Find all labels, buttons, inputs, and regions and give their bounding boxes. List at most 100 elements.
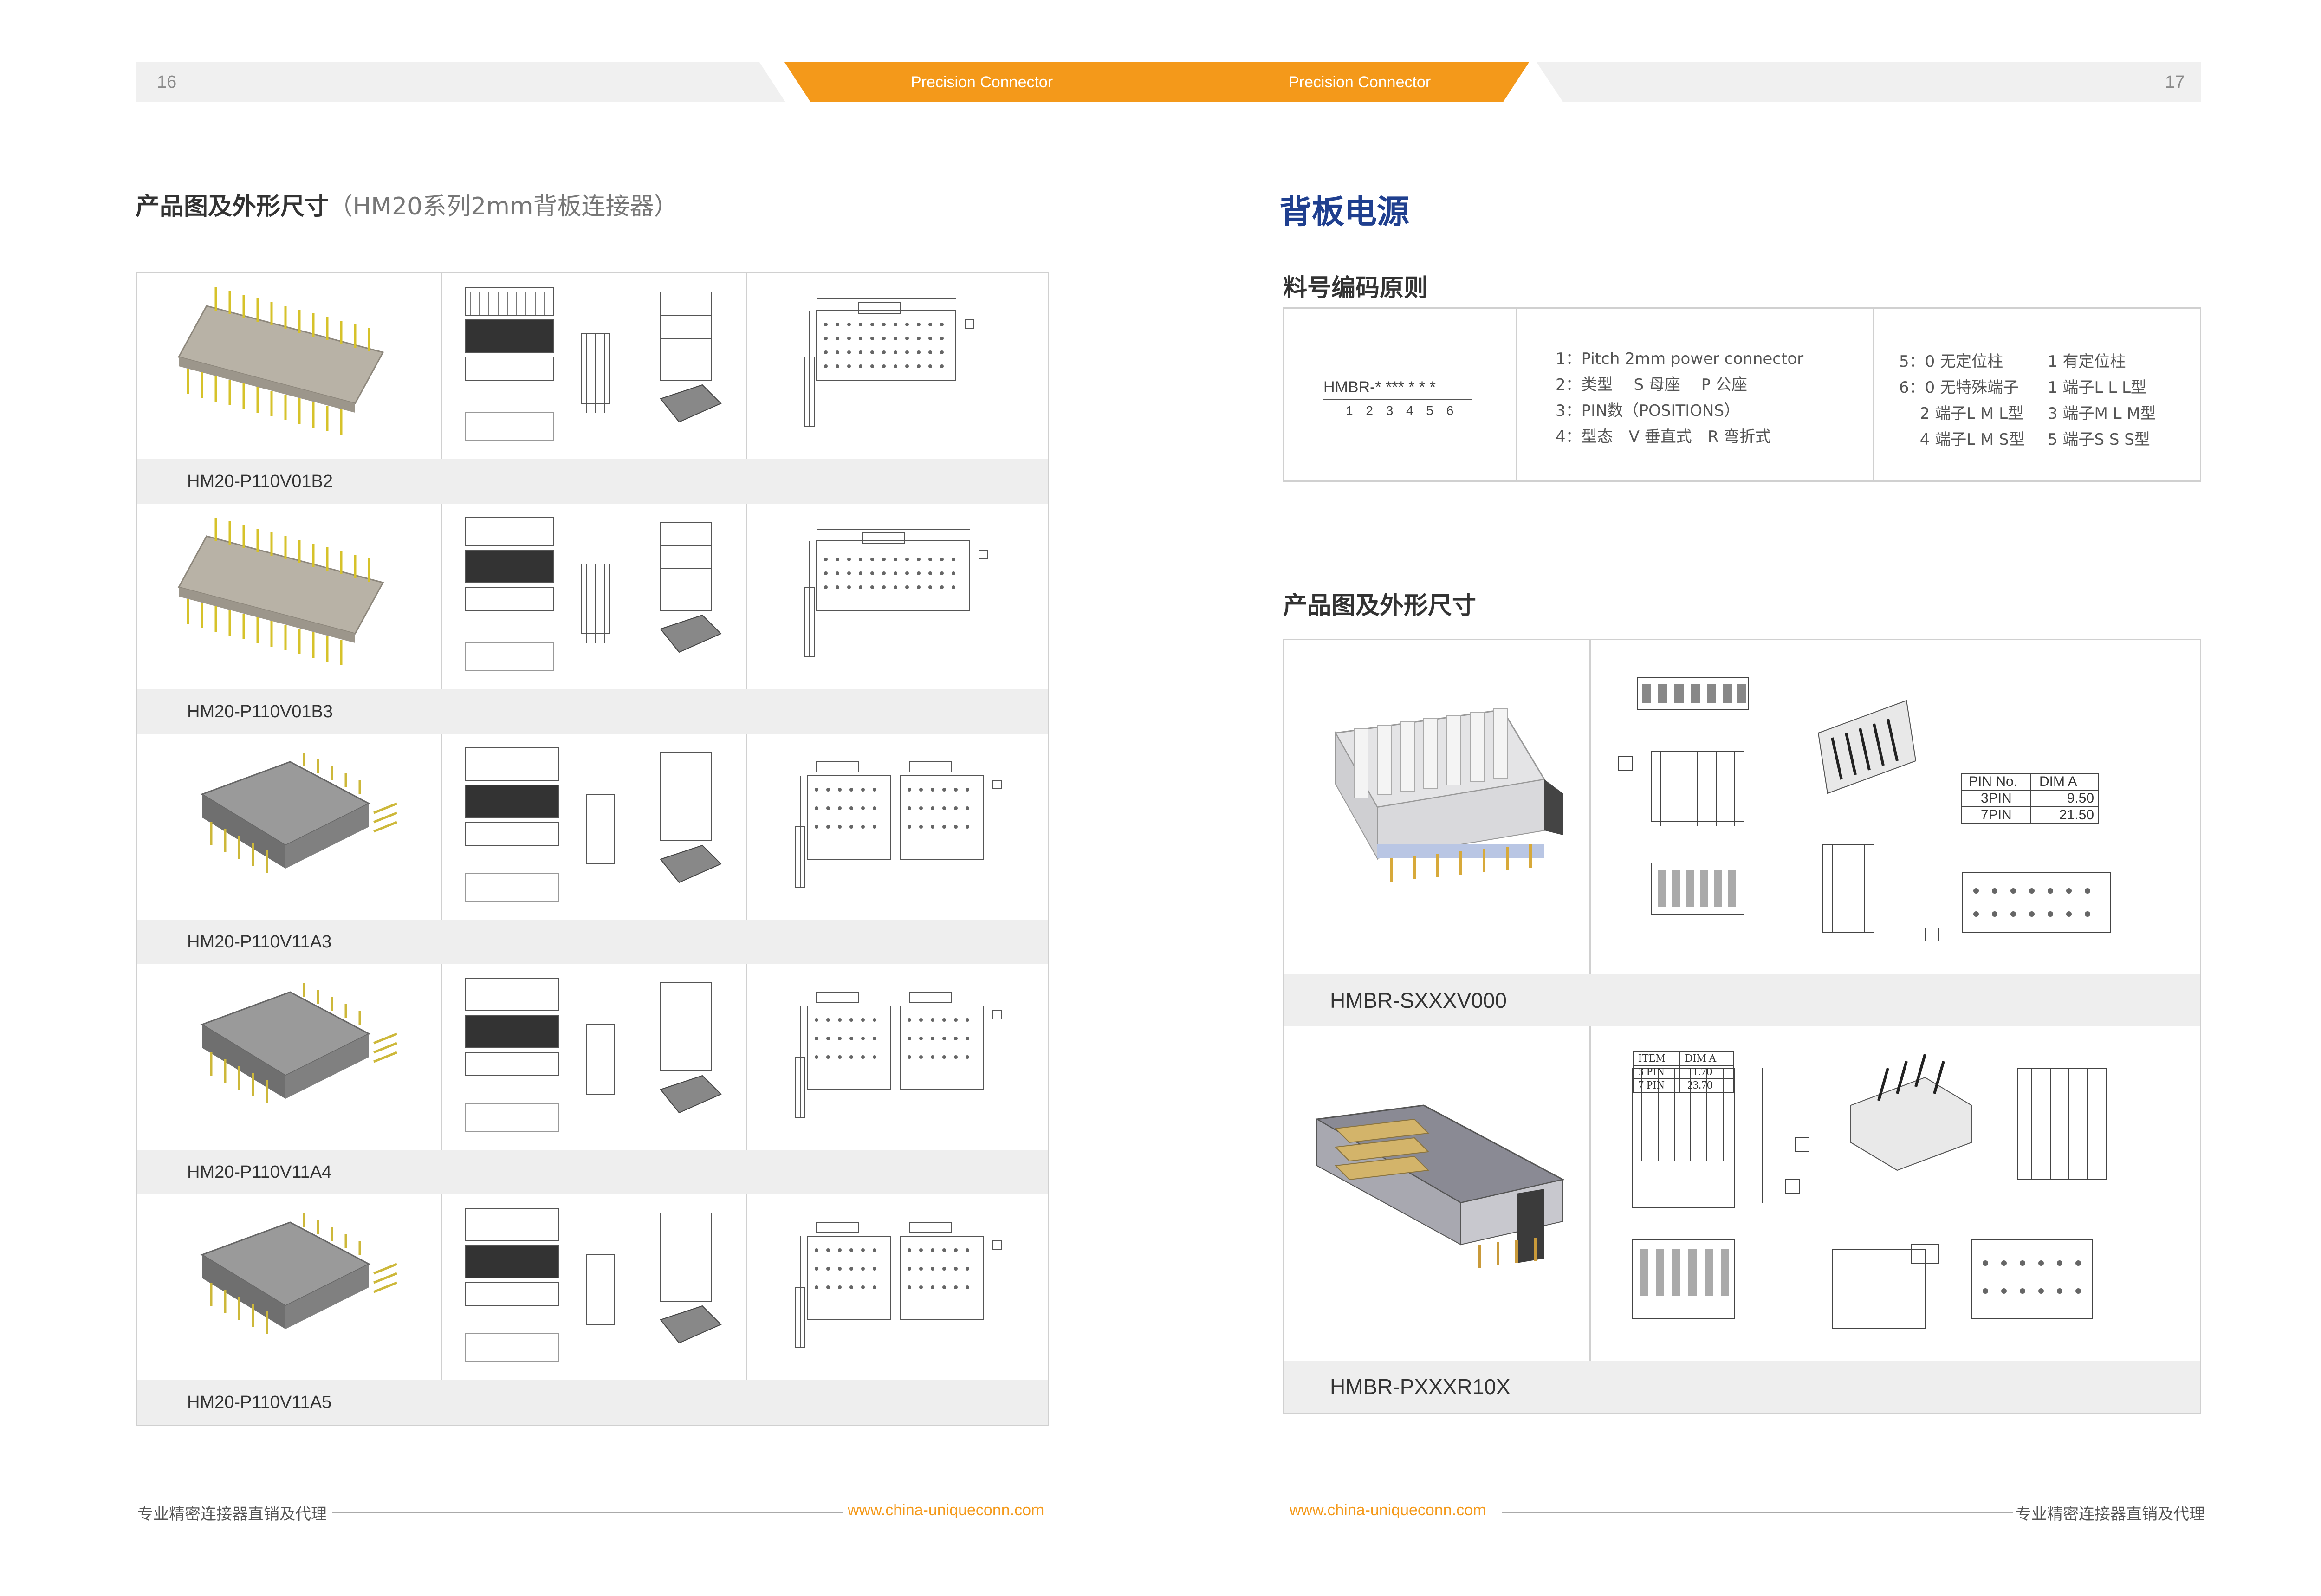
dimension-drawing bbox=[1632, 1054, 2107, 1329]
code-position-numbers: 1 2 3 4 5 6 bbox=[1346, 403, 1459, 418]
footprint-drawing-cell bbox=[747, 504, 1048, 689]
side-view-drawing bbox=[465, 1208, 722, 1362]
right-page-title: 背板电源 bbox=[1279, 193, 1409, 231]
legend-line: 5 端子S S S型 bbox=[2048, 430, 2150, 449]
code-legend-cell-2: 5：0 无定位柱 6：0 无特殊端子 2 端子L M L型 4 端子L M S型… bbox=[1874, 309, 2200, 480]
product-code: HM20-P110V01B3 bbox=[137, 689, 1048, 734]
banner-label-left: Precision Connector bbox=[911, 73, 1053, 91]
product-photo-cell bbox=[137, 734, 442, 920]
footer-rule-left bbox=[332, 1512, 843, 1513]
technical-drawing-cell: ITEM DIM A 3 PIN 11.70 7 PIN 23.70 bbox=[1591, 1026, 2200, 1361]
footprint-drawing-cell bbox=[747, 964, 1048, 1150]
page-number-left: 16 bbox=[157, 72, 177, 92]
code-format: HMBR-* *** * * * bbox=[1323, 378, 1436, 396]
table-row: HM20-P110V11A5 bbox=[137, 1194, 1048, 1425]
header-band-left bbox=[136, 62, 785, 102]
side-view-drawing bbox=[465, 978, 722, 1132]
dim-table-header: PIN No. bbox=[1962, 774, 2031, 790]
footprint-drawing-cell bbox=[747, 273, 1048, 459]
product-code: HM20-P110V11A3 bbox=[137, 920, 1048, 964]
legend-line: 4 端子L M S型 bbox=[1899, 430, 2025, 449]
dim-table-cell: 21.50 bbox=[2059, 807, 2094, 823]
legend-line: 2：类型 S 母座 P 公座 bbox=[1556, 376, 1747, 394]
product-code: HMBR-PXXXR10X bbox=[1284, 1361, 2200, 1413]
dim-table-cell: 23.70 bbox=[1687, 1079, 1712, 1091]
side-drawing-cell bbox=[442, 1194, 747, 1380]
table-row: HM20-P110V11A3 bbox=[137, 734, 1048, 964]
connector-photo bbox=[1334, 708, 1563, 882]
side-drawing-cell bbox=[442, 504, 747, 689]
product-photo-cell bbox=[137, 964, 442, 1150]
dim-table-header: DIM A bbox=[1685, 1052, 1717, 1064]
product-code: HM20-P110V01B2 bbox=[137, 459, 1048, 504]
product-photo-cell bbox=[1284, 1026, 1591, 1361]
product-code: HMBR-SXXXV000 bbox=[1284, 974, 2200, 1026]
side-view-drawing bbox=[465, 747, 722, 902]
legend-line: 5：0 无定位柱 bbox=[1899, 352, 2003, 371]
table-row: HM20-P110V11A4 bbox=[137, 964, 1048, 1194]
footer-rule-right bbox=[1502, 1512, 2013, 1513]
connector-photo bbox=[177, 287, 384, 435]
product-photo-cell bbox=[1284, 640, 1591, 974]
code-format-cell: HMBR-* *** * * * 1 2 3 4 5 6 bbox=[1284, 309, 1517, 480]
dim-table-header: DIM A bbox=[2039, 774, 2077, 789]
legend-line: 1 有定位柱 bbox=[2048, 352, 2126, 371]
pcb-footprint-drawing bbox=[795, 1222, 1002, 1348]
header-banner bbox=[784, 62, 1529, 102]
table-row: ITEM DIM A 3 PIN 11.70 7 PIN 23.70 HMBR-… bbox=[1284, 1026, 2200, 1413]
side-drawing-cell bbox=[442, 964, 747, 1150]
code-legend-cell-1: 1：Pitch 2mm power connector 2：类型 S 母座 P … bbox=[1517, 309, 1874, 480]
code-underline bbox=[1323, 399, 1472, 400]
legend-line: 3 端子M L M型 bbox=[2048, 404, 2156, 423]
pcb-footprint-drawing bbox=[795, 992, 1002, 1118]
legend-line: 2 端子L M L型 bbox=[1899, 404, 2024, 423]
table-row: PIN No. DIM A 3PIN 9.50 7PIN 21.50 HMBR-… bbox=[1284, 640, 2200, 1026]
connector-photo bbox=[200, 753, 397, 873]
page-number-right: 17 bbox=[2165, 72, 2185, 92]
side-view-drawing bbox=[465, 517, 722, 671]
footer-tagline-left: 专业精密连接器直销及代理 bbox=[137, 1505, 327, 1524]
dim-table-cell: 7 PIN bbox=[1634, 1079, 1680, 1092]
dim-table-cell: 11.70 bbox=[1687, 1066, 1712, 1078]
connector-photo bbox=[200, 1213, 397, 1334]
legend-line: 3：PIN数（POSITIONS） bbox=[1556, 402, 1740, 420]
side-view-drawing bbox=[465, 287, 722, 441]
left-title-main: 产品图及外形尺寸 bbox=[136, 193, 329, 221]
footer-url-right[interactable]: www.china-uniqueconn.com bbox=[1290, 1501, 1486, 1519]
connector-photo bbox=[177, 518, 384, 665]
dim-table-cell: 3 PIN bbox=[1634, 1066, 1680, 1078]
code-rule-title: 料号编码原则 bbox=[1283, 274, 1428, 302]
pcb-footprint-drawing bbox=[804, 529, 988, 657]
dimension-drawing bbox=[1618, 677, 2111, 941]
hmbr-product-table: PIN No. DIM A 3PIN 9.50 7PIN 21.50 HMBR-… bbox=[1283, 639, 2201, 1414]
product-code: HM20-P110V11A5 bbox=[137, 1380, 1048, 1425]
side-drawing-cell bbox=[442, 273, 747, 459]
footprint-drawing-cell bbox=[747, 1194, 1048, 1380]
technical-drawing-cell: PIN No. DIM A 3PIN 9.50 7PIN 21.50 bbox=[1591, 640, 2200, 974]
product-photo-cell bbox=[137, 273, 442, 459]
dim-table-cell: 9.50 bbox=[2067, 791, 2094, 806]
product-photo-cell bbox=[137, 504, 442, 689]
dimension-table: PIN No. DIM A 3PIN 9.50 7PIN 21.50 bbox=[1961, 773, 2099, 824]
dim-table-cell: 3PIN bbox=[1962, 791, 2031, 806]
footer-url-left[interactable]: www.china-uniqueconn.com bbox=[848, 1501, 1044, 1519]
legend-line: 1 端子L L L型 bbox=[2048, 378, 2146, 397]
pcb-footprint-drawing bbox=[804, 298, 974, 427]
table-row: HM20-P110V01B2 bbox=[137, 273, 1048, 504]
footer-tagline-right: 专业精密连接器直销及代理 bbox=[2016, 1505, 2205, 1524]
right-product-title: 产品图及外形尺寸 bbox=[1283, 592, 1477, 620]
part-number-code-table: HMBR-* *** * * * 1 2 3 4 5 6 1：Pitch 2mm… bbox=[1283, 307, 2201, 482]
product-photo-cell bbox=[137, 1194, 442, 1380]
footprint-drawing-cell bbox=[747, 734, 1048, 920]
pcb-footprint-drawing bbox=[795, 761, 1002, 888]
table-row: HM20-P110V01B3 bbox=[137, 504, 1048, 734]
dim-table-header: ITEM bbox=[1634, 1052, 1680, 1065]
left-section-title: 产品图及外形尺寸（HM20系列2mm背板连接器） bbox=[136, 187, 678, 221]
connector-side bbox=[179, 357, 355, 413]
connector-photo bbox=[200, 983, 397, 1103]
left-title-sub: （HM20系列2mm背板连接器） bbox=[329, 193, 678, 221]
product-code: HM20-P110V11A4 bbox=[137, 1150, 1048, 1194]
dim-table-cell: 7PIN bbox=[1962, 807, 2031, 823]
side-drawing-cell bbox=[442, 734, 747, 920]
dimension-table: ITEM DIM A 3 PIN 11.70 7 PIN 23.70 bbox=[1633, 1051, 1734, 1093]
